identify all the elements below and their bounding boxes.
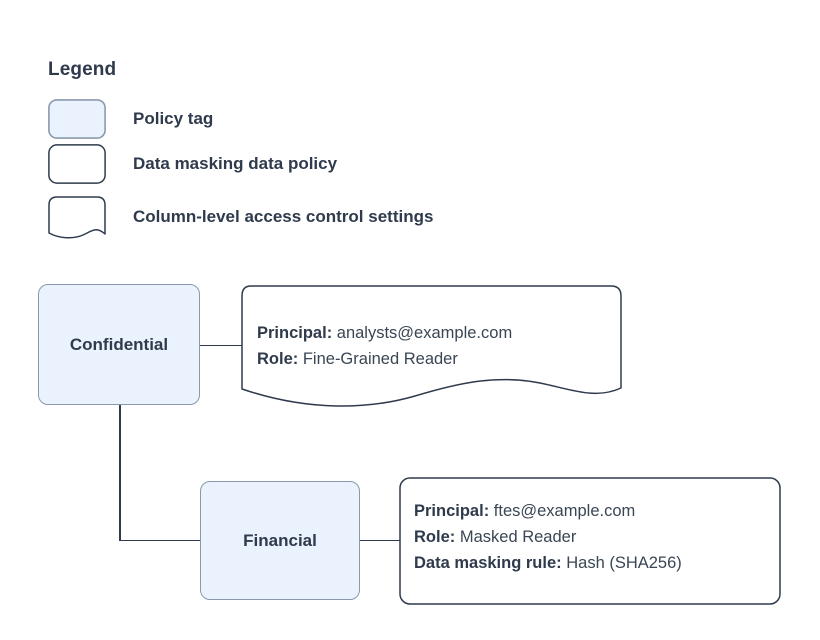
callout-line: Principal: analysts@example.com — [257, 320, 512, 346]
edge-confidential-to-access-callout — [200, 344, 243, 347]
callout-key: Role: — [414, 528, 456, 546]
callout-financial-policy-shape — [399, 477, 781, 605]
callout-value: Hash (SHA256) — [566, 554, 682, 572]
legend-title: Legend — [48, 59, 117, 80]
callout-confidential-access-shape — [241, 285, 622, 407]
node-financial[interactable]: Financial — [200, 481, 360, 600]
callout-key: Principal: — [414, 502, 490, 520]
legend-label-column-access-control: Column-level access control settings — [133, 207, 434, 226]
edge-confidential-to-financial — [119, 539, 201, 542]
callout-key: Principal: — [257, 324, 333, 342]
callout-line: Principal: ftes@example.com — [414, 498, 682, 524]
callout-line: Role: Fine-Grained Reader — [257, 346, 512, 372]
callout-key: Role: — [257, 350, 299, 368]
callout-value: Fine-Grained Reader — [302, 350, 458, 368]
rounded-rect-swatch-icon — [48, 144, 106, 184]
document-wave-swatch-icon — [48, 196, 106, 239]
callout-confidential-access-text: Principal: analysts@example.com Role: Fi… — [257, 320, 512, 372]
callout-financial-policy-text: Principal: ftes@example.com Role: Masked… — [414, 498, 682, 576]
edge-confidential-down — [119, 405, 121, 541]
node-confidential[interactable]: Confidential — [38, 284, 200, 405]
node-financial-label: Financial — [243, 530, 317, 550]
callout-value: ftes@example.com — [493, 502, 636, 520]
callout-line: Role: Masked Reader — [414, 524, 682, 550]
policy-tag-swatch-icon — [48, 99, 106, 139]
legend-label-policy-tag: Policy tag — [133, 109, 214, 128]
callout-value: analysts@example.com — [336, 324, 513, 342]
node-confidential-label: Confidential — [69, 334, 169, 354]
legend-label-data-masking-policy: Data masking data policy — [133, 154, 338, 173]
edge-financial-to-policy-callout — [360, 539, 401, 542]
callout-key: Data masking rule: — [414, 554, 562, 572]
callout-value: Masked Reader — [459, 528, 577, 546]
callout-line: Data masking rule: Hash (SHA256) — [414, 550, 682, 576]
